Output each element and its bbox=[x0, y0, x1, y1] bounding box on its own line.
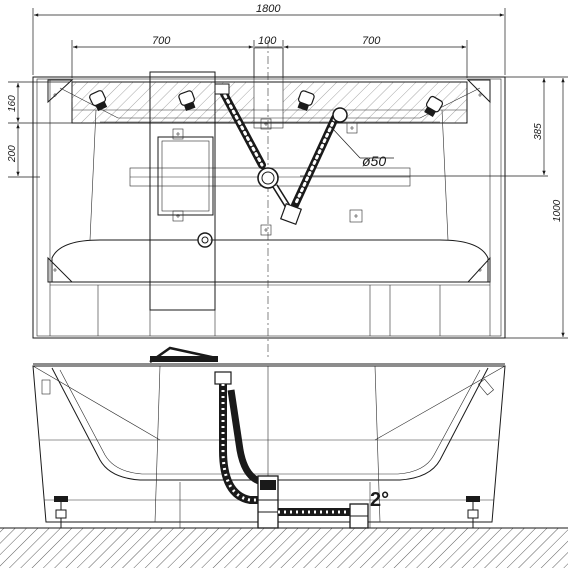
slope-angle-label: 2° bbox=[370, 489, 389, 511]
dimension-segments: 700 100 700 bbox=[71, 35, 468, 78]
left-top-label: 160 bbox=[7, 95, 18, 112]
right-inner-label: 385 bbox=[533, 123, 544, 140]
drain-hoses-plan bbox=[197, 83, 440, 248]
left-span-label: 700 bbox=[152, 35, 171, 47]
mount-points bbox=[53, 93, 482, 272]
foot-left bbox=[54, 496, 68, 528]
plan-view bbox=[32, 40, 506, 360]
drain-pipe-elevation bbox=[214, 371, 369, 529]
left-bottom-label: 200 bbox=[7, 145, 18, 163]
right-span-label: 700 bbox=[362, 35, 381, 47]
pipe-diameter-label: ø50 bbox=[362, 153, 386, 169]
pipe-diameter-callout: ø50 bbox=[331, 127, 394, 169]
foot-right bbox=[466, 496, 480, 528]
right-outer-label: 1000 bbox=[552, 199, 563, 222]
dimension-overall-width: 1800 bbox=[32, 3, 506, 75]
middle-span-label: 100 bbox=[258, 35, 277, 47]
elevation-view bbox=[0, 346, 568, 568]
overall-width-label: 1800 bbox=[256, 3, 281, 15]
jet-nozzles bbox=[89, 90, 444, 118]
